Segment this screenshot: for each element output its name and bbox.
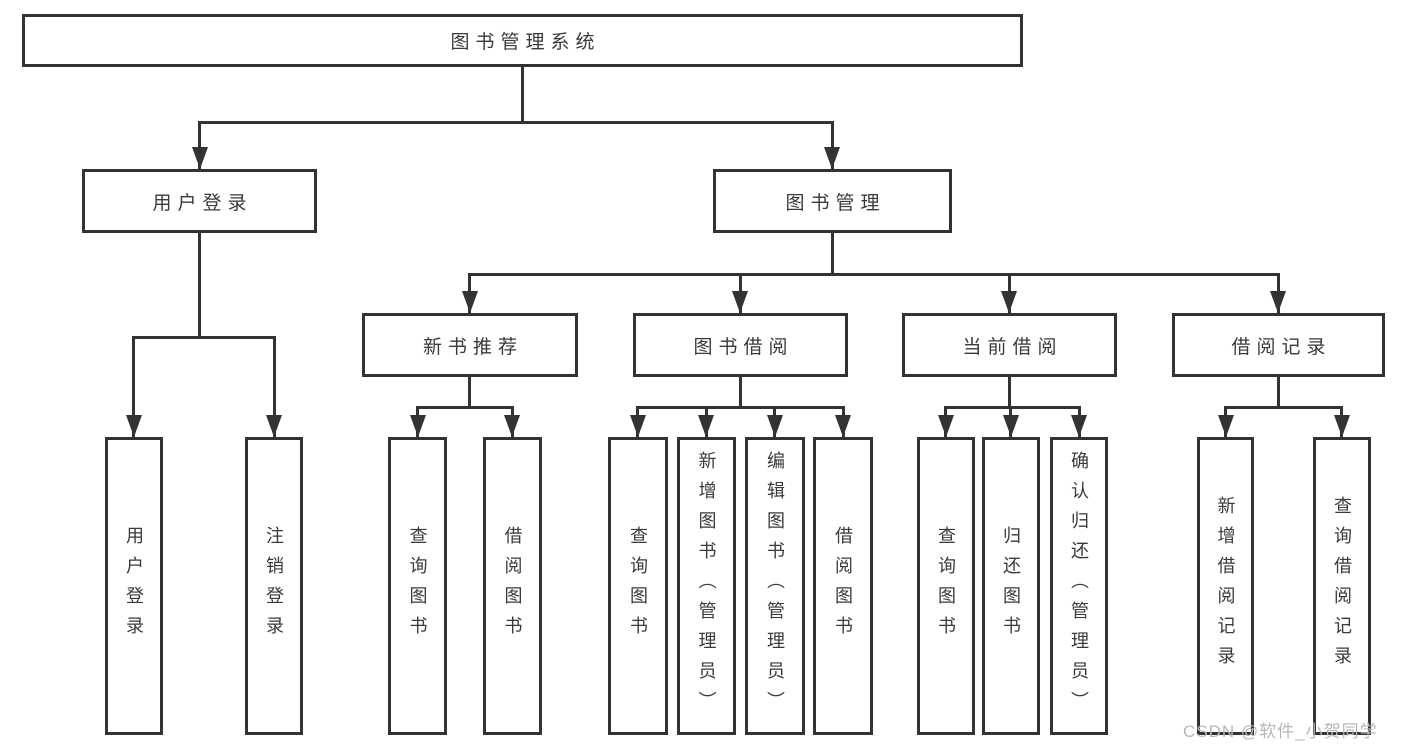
arrow-down-icon [1218,415,1234,437]
connector-line [132,336,135,437]
leaf-add-borrow-record: 新增借阅记录 [1197,437,1254,735]
arrow-down-icon [835,415,851,437]
connector-line [1224,406,1343,409]
arrow-down-icon [1071,415,1087,437]
leaf-confirm-return-admin: 确认归还（管理员） [1050,437,1108,735]
arrow-down-icon [1270,291,1286,313]
node-new-book-recommendation: 新书推荐 [362,313,578,377]
leaf-borrow-books-2: 借阅图书 [813,437,873,735]
leaf-logout: 注销登录 [245,437,303,735]
connector-line [198,233,201,339]
connector-line [132,336,276,339]
connector-line [944,406,1081,409]
arrow-down-icon [630,415,646,437]
arrow-down-icon [698,415,714,437]
node-borrowing-records: 借阅记录 [1172,313,1385,377]
connector-line [1277,377,1280,409]
connector-line [198,121,201,169]
node-book-management: 图书管理 [713,169,952,233]
connector-line [468,273,1280,276]
leaf-return-books: 归还图书 [982,437,1040,735]
connector-line [831,233,834,276]
watermark-text: CSDN @软件_小贺同学 [1183,722,1378,741]
arrow-down-icon [504,415,520,437]
arrow-down-icon [192,147,208,169]
arrow-down-icon [1001,291,1017,313]
leaf-edit-book-admin: 编辑图书（管理员） [745,437,805,735]
connector-line [521,67,524,124]
node-library-management-system: 图书管理系统 [22,14,1023,67]
arrow-down-icon [126,415,142,437]
arrow-down-icon [732,291,748,313]
arrow-down-icon [1334,415,1350,437]
leaf-query-borrow-record: 查询借阅记录 [1313,437,1371,735]
arrow-down-icon [938,415,954,437]
connector-line [198,121,834,124]
leaf-user-login: 用户登录 [105,437,163,735]
arrow-down-icon [266,415,282,437]
connector-line [739,377,742,409]
leaf-query-books-3: 查询图书 [917,437,975,735]
arrow-down-icon [824,147,840,169]
arrow-down-icon [767,415,783,437]
connector-line [1008,377,1011,409]
connector-line [468,377,471,409]
arrow-down-icon [1003,415,1019,437]
node-current-borrowing: 当前借阅 [902,313,1117,377]
leaf-borrow-books: 借阅图书 [483,437,542,735]
connector-line [831,121,834,169]
connector-line [416,406,514,409]
connector-line [636,406,845,409]
arrow-down-icon [462,291,478,313]
connector-line [273,336,276,437]
node-user-login: 用户登录 [82,169,317,233]
leaf-add-book-admin: 新增图书（管理员） [677,437,736,735]
node-book-borrowing: 图书借阅 [633,313,848,377]
leaf-query-books-2: 查询图书 [608,437,668,735]
arrow-down-icon [410,415,426,437]
leaf-query-books: 查询图书 [388,437,447,735]
